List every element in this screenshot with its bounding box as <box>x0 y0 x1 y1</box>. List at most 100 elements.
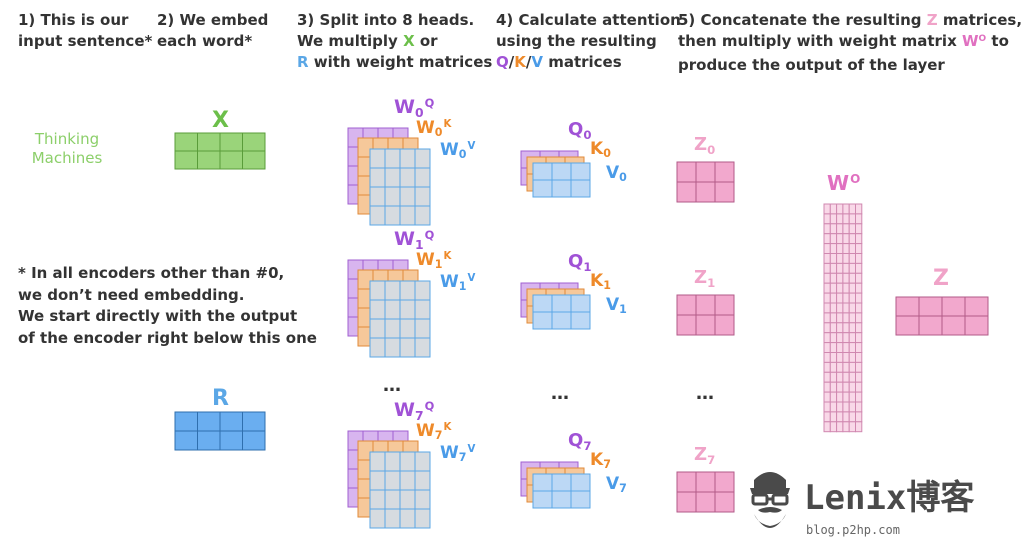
matrix-cell <box>414 148 431 169</box>
matrix-cell <box>855 411 863 423</box>
head-0-q-label: Q0 <box>568 119 592 142</box>
matrix-cell <box>823 243 831 255</box>
matrix-cell <box>174 411 198 432</box>
step2-header: 2) We embed each word* <box>157 11 269 50</box>
z-ellipsis: … <box>696 383 714 404</box>
head-7-k-label: K7 <box>590 450 611 472</box>
matrix-cell <box>829 272 838 284</box>
matrix-cell <box>836 302 844 314</box>
matrix-cell <box>848 401 857 413</box>
qkv-ellipsis: … <box>551 383 569 404</box>
matrix-cell <box>855 381 863 393</box>
matrix-cell <box>855 312 863 324</box>
input-sentence: Thinking Machines <box>31 130 103 167</box>
matrix-cell <box>384 186 401 207</box>
matrix-cell <box>836 243 844 255</box>
matrix-cell <box>829 213 838 225</box>
matrix-cell <box>369 470 386 491</box>
matrix-cell <box>570 179 591 198</box>
matrix-cell <box>823 292 831 304</box>
head-1-z-label: Z1 <box>694 267 716 290</box>
matrix-cell <box>855 213 863 225</box>
matrix-cell <box>551 311 572 330</box>
matrix-cell <box>823 342 831 354</box>
matrix-cell <box>855 253 863 264</box>
head-7-z-matrix <box>676 471 735 513</box>
matrix-cell <box>414 186 431 207</box>
matrix-cell <box>823 332 831 344</box>
wo-label: WO <box>827 171 861 195</box>
head-7-v-label: V7 <box>606 474 627 496</box>
head-7-v-matrix <box>532 473 591 509</box>
matrix-cell <box>855 361 863 373</box>
head-7-wv-label: W7V <box>440 443 476 465</box>
matrix-cell <box>414 451 431 472</box>
matrix-cell <box>714 471 735 493</box>
step5-header: 5) Concatenate the resulting Z matrices,… <box>678 11 1023 74</box>
matrix-cell <box>197 411 221 432</box>
matrix-cell <box>848 411 857 423</box>
matrix-cell <box>836 411 844 423</box>
matrix-cell <box>399 148 416 169</box>
matrix-cell <box>842 401 850 413</box>
head-0-z-label: Z0 <box>694 134 716 157</box>
matrix-cell <box>829 421 838 433</box>
matrix-cell <box>532 311 553 330</box>
matrix-cell <box>836 223 844 235</box>
matrix-cell <box>823 272 831 284</box>
matrix-cell <box>384 318 401 339</box>
matrix-cell <box>848 262 857 274</box>
matrix-cell <box>414 318 431 339</box>
matrix-cell <box>829 342 838 354</box>
matrix-cell <box>848 421 857 433</box>
matrix-cell <box>369 167 386 188</box>
matrix-cell <box>399 167 416 188</box>
matrix-cell <box>823 391 831 403</box>
matrix-cell <box>829 262 838 274</box>
matrix-cell <box>836 272 844 284</box>
matrix-cell <box>384 489 401 510</box>
matrix-cell <box>836 292 844 304</box>
matrix-cell <box>384 280 401 301</box>
matrix-cell <box>570 473 591 492</box>
matrix-cell <box>848 302 857 314</box>
matrix-cell <box>829 243 838 255</box>
matrix-cell <box>842 371 850 383</box>
matrix-cell <box>676 491 697 513</box>
matrix-cell <box>551 162 572 181</box>
matrix-cell <box>369 280 386 301</box>
matrix-cell <box>848 223 857 235</box>
matrix-cell <box>823 401 831 413</box>
matrix-cell <box>829 352 838 363</box>
matrix-cell <box>855 272 863 284</box>
matrix-cell <box>551 473 572 492</box>
matrix-cell <box>855 391 863 403</box>
matrix-cell <box>836 312 844 324</box>
matrix-cell <box>242 411 266 432</box>
matrix-cell <box>842 421 850 433</box>
matrix-cell <box>242 150 266 170</box>
matrix-cell <box>855 322 863 334</box>
head-7-z-label: Z7 <box>694 444 716 467</box>
matrix-cell <box>369 451 386 472</box>
matrix-cell <box>197 132 221 152</box>
matrix-cell <box>836 342 844 354</box>
matrix-cell <box>964 296 989 317</box>
matrix-cell <box>174 132 198 152</box>
matrix-cell <box>842 272 850 284</box>
matrix-cell <box>369 299 386 320</box>
matrix-cell <box>695 181 716 203</box>
matrix-cell <box>836 203 844 215</box>
matrix-cell <box>219 411 243 432</box>
matrix-cell <box>836 371 844 383</box>
matrix-cell <box>384 451 401 472</box>
matrix-cell <box>848 292 857 304</box>
matrix-cell <box>836 352 844 363</box>
matrix-cell <box>842 233 850 245</box>
matrix-cell <box>823 411 831 423</box>
matrix-cell <box>414 205 431 226</box>
x-matrix <box>174 132 266 170</box>
matrix-cell <box>384 148 401 169</box>
